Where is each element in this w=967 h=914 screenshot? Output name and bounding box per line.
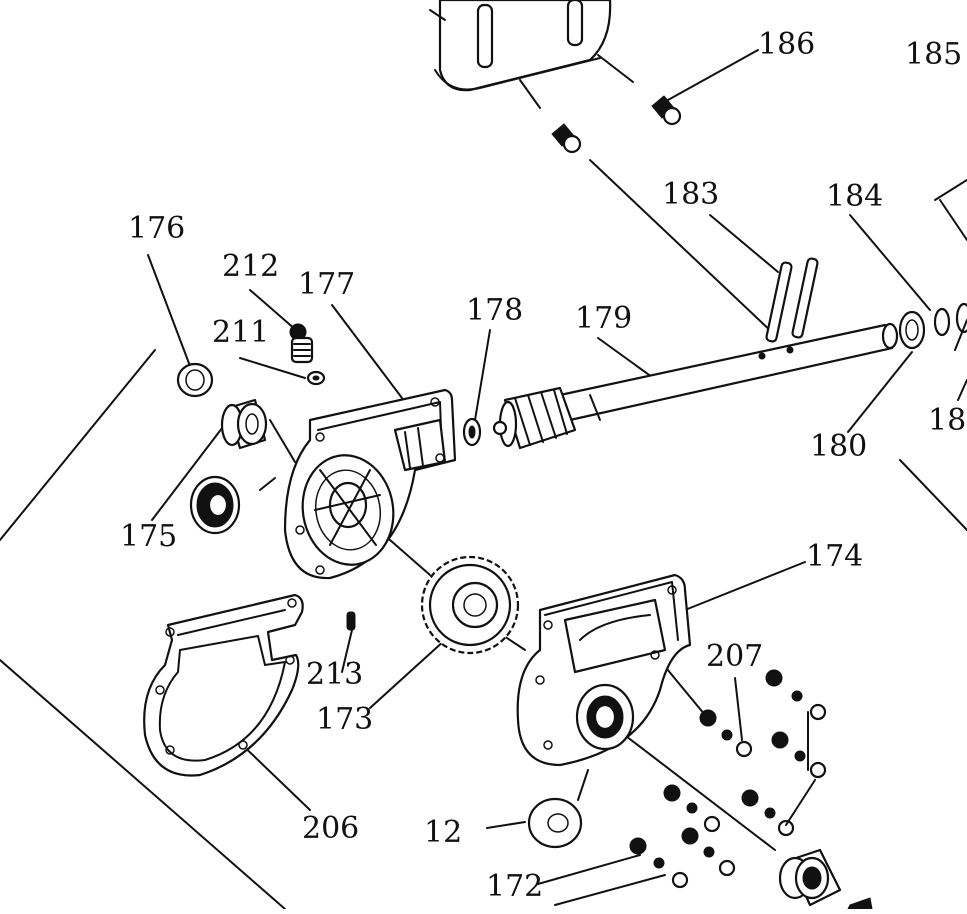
leader-bearing	[259, 477, 276, 491]
ball-bearing	[189, 475, 241, 535]
gear-housing-177	[283, 388, 457, 580]
leader-186	[667, 49, 759, 101]
leader-housing-shaft	[604, 719, 776, 851]
right-edge-part	[954, 319, 967, 401]
callout-207: 207	[706, 639, 764, 674]
callout-12: 12	[424, 815, 463, 850]
leader-12	[486, 821, 526, 829]
frame-line-right	[899, 459, 967, 531]
leader-176	[147, 254, 191, 367]
leader-207	[734, 677, 743, 741]
callout-213: 213	[306, 657, 364, 692]
bolts-207	[629, 669, 827, 889]
leader-211	[239, 357, 306, 379]
bearing-180	[898, 302, 967, 350]
callout-184: 184	[826, 179, 884, 214]
leader-173	[369, 639, 446, 709]
gear-housing-174	[516, 573, 692, 767]
callout-174: 174	[806, 539, 864, 574]
frame-line-bottom-left	[0, 659, 286, 910]
worm-shaft-179	[492, 322, 899, 450]
washer-12	[527, 797, 583, 849]
callout-175: 175	[120, 519, 178, 554]
callout-18-partial: 18	[928, 403, 967, 438]
callout-183: 183	[662, 177, 720, 212]
leader-183	[709, 214, 779, 273]
bushing-175	[220, 398, 268, 450]
frame-line-top-right-2	[939, 199, 967, 241]
frame-line-top-right	[934, 179, 967, 201]
key-213	[346, 611, 356, 631]
leader-gear-link	[389, 539, 431, 576]
callout-172: 172	[486, 869, 544, 904]
leader-housing-washer	[577, 769, 589, 801]
callout-212: 212	[222, 249, 280, 284]
grease-fitting-212	[289, 323, 326, 386]
callout-186: 186	[758, 27, 816, 62]
leader-172b	[554, 874, 666, 906]
callout-177: 177	[298, 267, 356, 302]
spur-gear-173	[420, 555, 520, 655]
leader-213	[341, 629, 353, 673]
bearing-bottom	[778, 848, 873, 910]
callout-185: 185	[905, 37, 963, 72]
callout-173: 173	[316, 702, 374, 737]
gasket-206	[143, 593, 304, 777]
screw-186	[597, 54, 682, 126]
bushing-176	[176, 362, 214, 398]
frame-line-left	[0, 349, 156, 541]
callout-176: 176	[128, 211, 186, 246]
leader-174	[679, 561, 806, 613]
leader-178	[474, 329, 491, 421]
callout-178: 178	[466, 293, 524, 328]
leader-212	[249, 289, 297, 331]
leader-bushing	[269, 419, 296, 463]
leader-175	[151, 414, 233, 521]
leader-177	[331, 304, 403, 399]
callout-179: 179	[575, 301, 633, 336]
pins-183	[758, 257, 819, 360]
callout-180: 180	[810, 429, 868, 464]
leader-180	[847, 351, 913, 433]
leader-184	[849, 214, 931, 311]
callout-206: 206	[302, 811, 360, 846]
top-cover-plate	[429, 0, 612, 92]
screw-lower	[519, 79, 776, 336]
washer-178	[462, 417, 482, 447]
callout-211: 211	[212, 315, 270, 350]
leader-172	[537, 854, 641, 885]
